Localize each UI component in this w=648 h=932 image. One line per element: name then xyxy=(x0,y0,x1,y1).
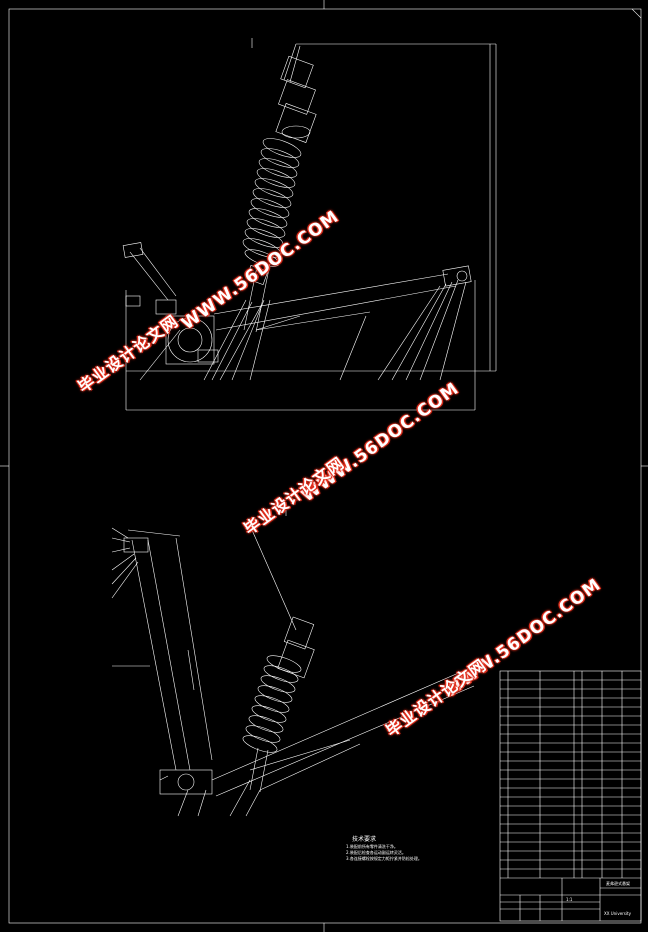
tech-note-2: 2.装配后检查各运动副运转灵活。 xyxy=(346,850,406,855)
coil-spring xyxy=(242,138,302,267)
school-name: XX University xyxy=(604,911,631,916)
bom-table-lines xyxy=(499,670,642,922)
drawing-scale: 1:1 xyxy=(566,897,573,902)
hub-outer xyxy=(167,317,213,363)
tech-notes-title: 技术要求 xyxy=(352,836,377,843)
hub-inner xyxy=(177,327,203,353)
drawing-name: 麦弗逊式悬架 xyxy=(606,881,630,886)
tech-note-1: 1.装配前所有零件清洗干净。 xyxy=(346,844,398,849)
top-view xyxy=(122,38,497,411)
bottom-view xyxy=(111,510,475,817)
tech-note-3: 3.各连接螺栓按规定力矩拧紧并防松处理。 xyxy=(346,856,422,861)
